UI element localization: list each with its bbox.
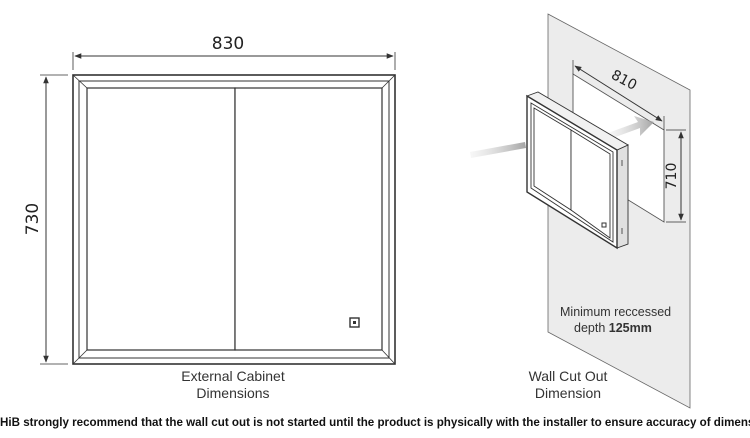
external-caption-line1: External Cabinet — [181, 368, 285, 384]
cutout-height-dimension-710: 710 — [664, 129, 686, 223]
height-dimension-730: 730 — [23, 74, 68, 365]
width-dimension-830: 830 — [72, 34, 396, 70]
depth-note-line1: Minimum reccessed — [560, 305, 672, 319]
depth-note-value: 125mm — [608, 321, 652, 335]
insertion-arrow — [470, 116, 654, 158]
perspective-cabinet — [525, 91, 629, 250]
depth-note-line2: depth 125mm — [560, 320, 700, 336]
cabinet-door-left — [86, 87, 236, 351]
wall-caption-line1: Wall Cut Out — [528, 368, 608, 384]
external-caption-line2: Dimensions — [196, 385, 270, 401]
perspective-sensor-icon — [601, 222, 607, 228]
front-cabinet — [72, 74, 396, 365]
recessed-depth-note: Minimum reccessed depth 125mm — [560, 304, 700, 336]
cutout-height-label: 710 — [664, 163, 680, 190]
touch-sensor-icon — [349, 317, 360, 328]
external-cabinet-caption: External Cabinet Dimensions — [158, 368, 308, 402]
cabinet-door-right-perspective — [570, 129, 611, 239]
height-label: 730 — [23, 203, 43, 235]
depth-note-prefix: depth — [574, 321, 609, 335]
wall-caption-line2: Dimension — [534, 385, 602, 401]
wall-cutout-caption: Wall Cut Out Dimension — [498, 368, 638, 402]
installation-disclaimer: HiB strongly recommend that the wall cut… — [0, 416, 750, 429]
cabinet-door-right — [234, 87, 383, 351]
width-label: 830 — [212, 34, 244, 54]
